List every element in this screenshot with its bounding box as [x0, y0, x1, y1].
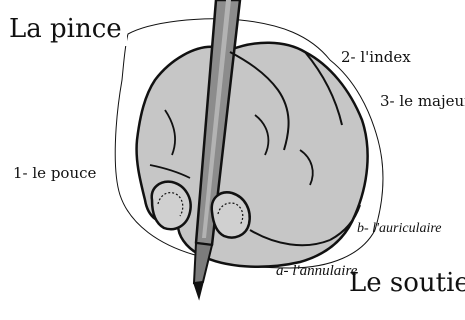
pencil-point	[194, 282, 203, 298]
pencil-tip	[194, 243, 212, 283]
label-middle-finger: 3- le majeur	[380, 94, 465, 109]
title-le-soutien: Le soutien	[345, 268, 465, 300]
title-la-pince: La pince	[6, 15, 127, 46]
label-index-finger: 2- l'index	[341, 50, 411, 65]
label-little-finger: b- l'auriculaire	[357, 222, 442, 236]
middle-finger-tip	[212, 192, 250, 237]
thumb-tip	[152, 182, 191, 230]
label-thumb: 1- le pouce	[13, 166, 96, 181]
label-ring-finger: a- l'annulaire	[276, 264, 357, 279]
hand-shape	[137, 43, 368, 267]
